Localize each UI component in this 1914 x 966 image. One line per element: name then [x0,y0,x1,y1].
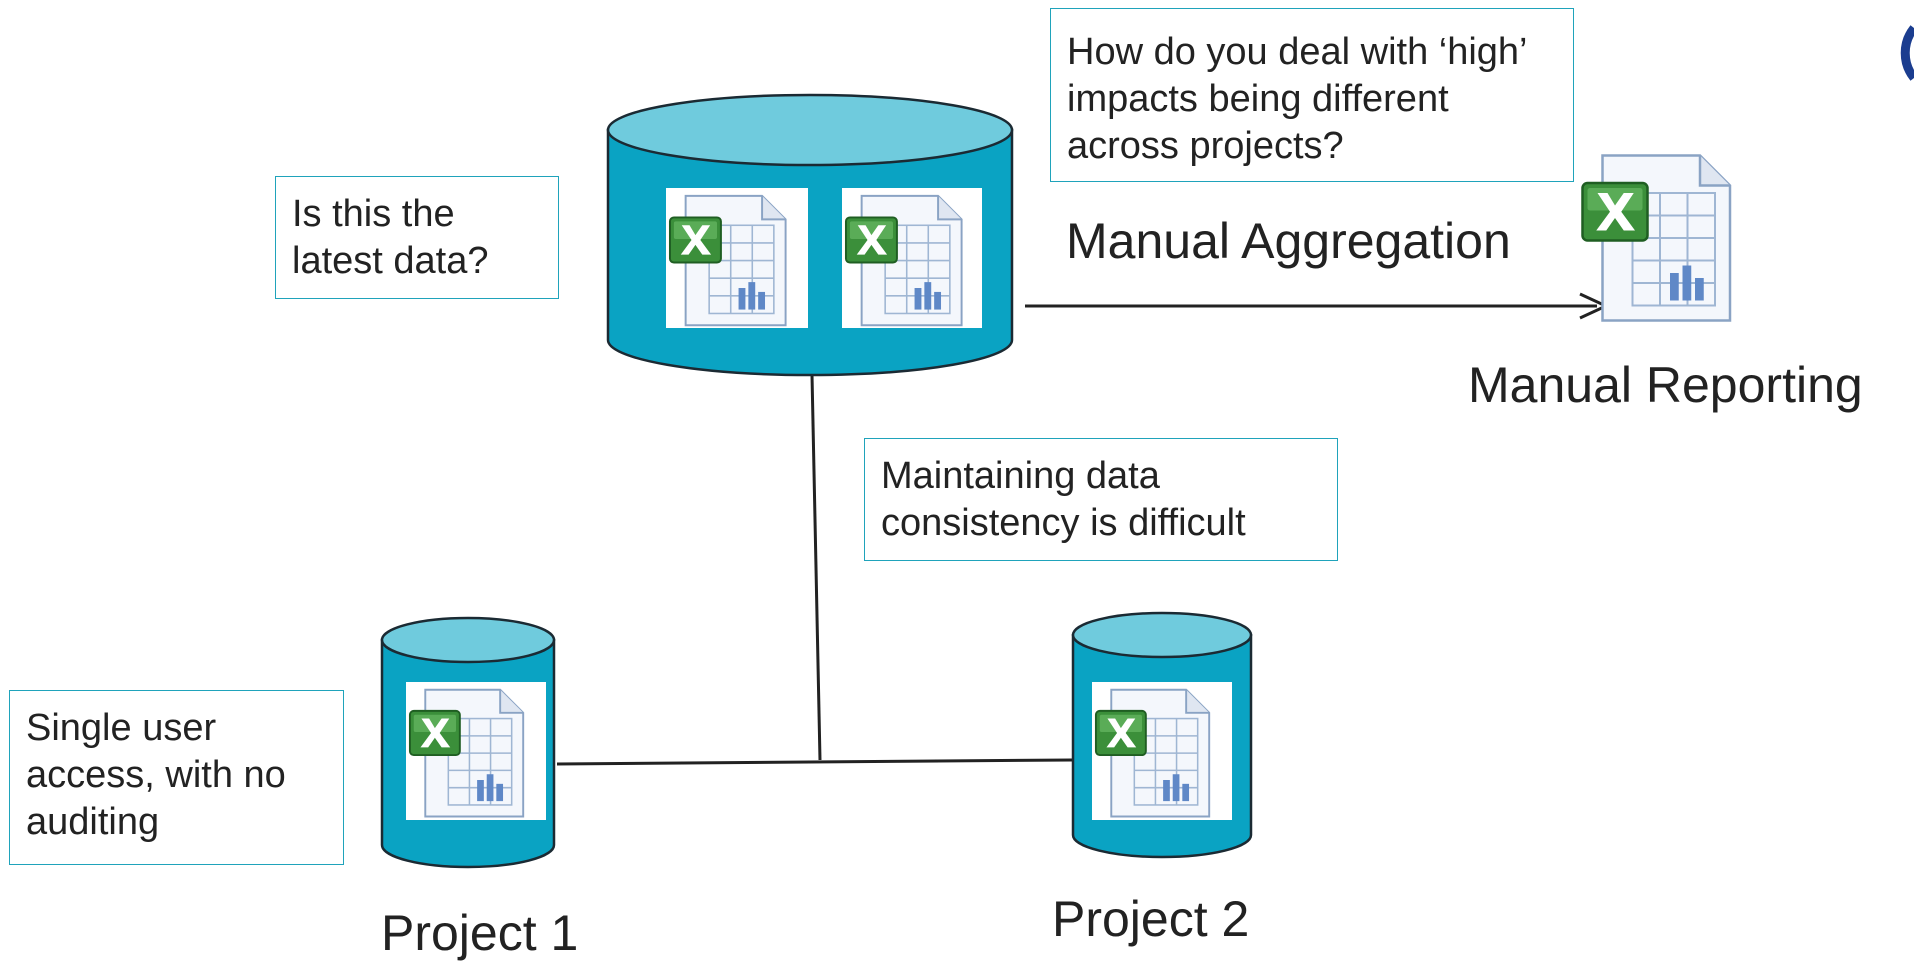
excel-spreadsheet-icon [1581,154,1732,322]
excel-spreadsheet-icon [408,688,525,818]
callout-high-impacts-text: How do you deal with ‘high’ impacts bein… [1067,31,1527,167]
callout-latest-data: Is this the latest data? [275,176,559,299]
label-project-2: Project 2 [1052,891,1250,947]
projects-connector [556,758,1073,766]
callout-consistency: Maintaining data consistency is difficul… [864,438,1338,561]
callout-single-user-text: Single user access, with no auditing [26,707,286,843]
excel-spreadsheet-icon [844,194,963,327]
callout-single-user: Single user access, with no auditing [9,690,344,865]
label-manual-aggregation: Manual Aggregation [1066,213,1511,269]
excel-spreadsheet-icon [1094,688,1211,818]
connector-lines [556,374,1073,766]
label-project-1: Project 1 [381,905,579,961]
callout-consistency-text: Maintaining data consistency is difficul… [881,455,1246,544]
callout-latest-data-text: Is this the latest data? [292,193,489,282]
callout-high-impacts: How do you deal with ‘high’ impacts bein… [1050,8,1574,182]
label-manual-reporting: Manual Reporting [1468,357,1863,413]
excel-spreadsheet-icon [668,194,787,327]
logo-fragment [1900,25,1914,81]
trunk-connector [810,374,822,761]
